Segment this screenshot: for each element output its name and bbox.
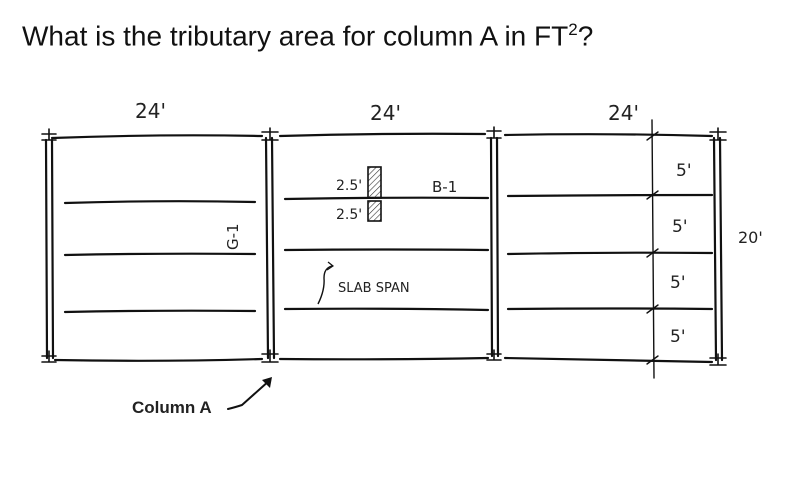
- bottom-beam-bay2: [278, 356, 490, 361]
- bottom-beam-bay3: [503, 356, 714, 364]
- cap-bot-2: [261, 349, 279, 363]
- bottom-beam-bay1: [53, 357, 264, 362]
- girder-g1-b: [270, 136, 276, 360]
- top-beam-bay1: [50, 134, 264, 140]
- beam-bay2-row3: [283, 307, 490, 312]
- column-a-label: Column A: [132, 398, 212, 417]
- top-beam-bay3: [503, 133, 714, 138]
- slab-span-arrow: [317, 265, 333, 305]
- beam-bay1-row2: [63, 252, 257, 257]
- cap-bot-1: [41, 350, 57, 363]
- joist-spacing-4: 5': [670, 327, 686, 347]
- beam-bay2-row1: [283, 196, 490, 201]
- slab-dim-upper: 2.5': [336, 178, 362, 194]
- beam-bay3-row3: [506, 307, 714, 311]
- bay2-width-label: 24': [370, 101, 401, 125]
- column-line-1a: [44, 138, 49, 360]
- joist-spacing-2: 5': [672, 217, 688, 237]
- cap-bot-4: [709, 353, 727, 366]
- column-line-3a: [489, 136, 494, 358]
- bay1-width-label: 24': [135, 99, 166, 123]
- column-line-4b: [718, 136, 724, 362]
- beam-bay1-row3: [63, 309, 257, 314]
- girder-g1-a: [264, 136, 270, 360]
- cap-top-3: [486, 126, 502, 139]
- overall-depth-label: 20': [738, 228, 763, 247]
- question-exponent: 2: [568, 20, 578, 39]
- column-line-1b: [50, 138, 55, 360]
- slab-span-arrowhead: [326, 261, 335, 271]
- dim-tick-2: [646, 190, 659, 200]
- dim-tick-5: [646, 355, 659, 365]
- cap-top-1: [41, 128, 57, 141]
- dim-tick-1: [646, 131, 659, 141]
- dim-tick-4: [646, 304, 659, 314]
- dim-tick-3: [646, 248, 659, 258]
- beam-bay2-row2: [283, 248, 490, 252]
- column-a-arrowhead: [262, 377, 272, 388]
- question-suffix: ?: [577, 20, 594, 52]
- dimension-line: [651, 119, 655, 379]
- beam-b1-label: B-1: [432, 178, 457, 196]
- slab-span-label: SLAB SPAN: [338, 281, 410, 296]
- column-line-3b: [495, 136, 500, 358]
- slab-strip-lower: [367, 200, 382, 222]
- slab-strip-upper: [367, 166, 382, 199]
- cap-top-2: [261, 127, 279, 141]
- joist-spacing-1: 5': [676, 161, 692, 181]
- slab-dim-lower: 2.5': [336, 207, 362, 223]
- question-main: What is the tributary area for column A …: [22, 20, 569, 52]
- joist-spacing-3: 5': [670, 273, 686, 293]
- beam-bay3-row2: [506, 251, 714, 256]
- beam-bay1-row1: [63, 200, 257, 205]
- top-beam-bay2: [278, 132, 487, 138]
- question-text: What is the tributary area for column A …: [22, 20, 593, 52]
- girder-g1-label: G-1: [224, 223, 242, 250]
- cap-bot-3: [486, 349, 502, 361]
- bay3-width-label: 24': [608, 101, 639, 125]
- cap-top-4: [709, 127, 727, 141]
- column-line-4a: [712, 136, 718, 362]
- beam-bay3-row1: [506, 193, 714, 198]
- column-a-pointer: [227, 379, 271, 410]
